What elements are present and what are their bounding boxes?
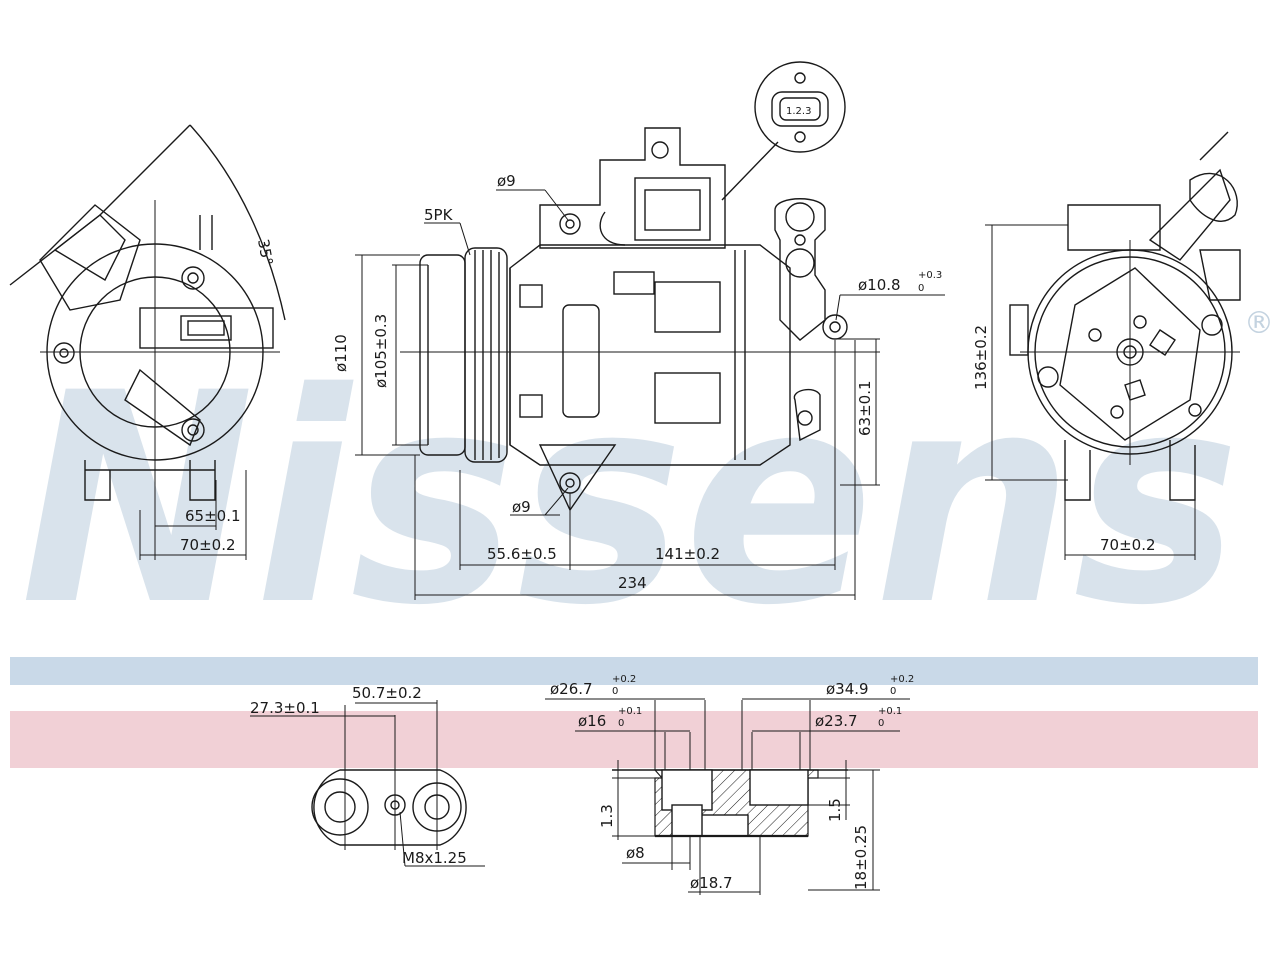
d18-label: ø18.7 [690,874,733,892]
pink-band [10,711,1258,768]
dia-110-label: ø110 [332,334,350,372]
port-dim-27-label: 27.3±0.1 [250,699,320,717]
dim-63-label: 63±0.1 [856,380,874,436]
registered-mark: ® [1244,306,1274,341]
d16-tol-up: +0.1 [618,706,642,717]
d26-tol-up: +0.2 [612,674,636,685]
d34-tol-up: +0.2 [890,674,914,685]
port-dim-50-label: 50.7±0.2 [352,684,422,702]
d16-tol-dn: 0 [618,718,624,729]
connector-bubble [754,61,846,153]
front-view: 35° 65±0.1 70±0.2 [9,124,286,560]
port-detail: 27.3±0.1 50.7±0.2 M8x1.25 [250,684,485,867]
dim-65-label: 65±0.1 [185,507,241,525]
bottom-lug [538,444,617,512]
dim-70-label: 70±0.2 [180,536,236,554]
dia-105-label: ø105±0.3 [372,314,390,388]
d34-label: ø34.9 [826,680,869,698]
hole-top-label: ø9 [497,172,516,190]
d8-label: ø8 [626,844,645,862]
dim-234-label: 234 [618,574,647,592]
mount-hole-tol-up: +0.3 [918,270,942,281]
port-flange [313,769,467,846]
dim-141-label: 141±0.2 [655,545,720,563]
d26-label: ø26.7 [550,680,593,698]
dim-55-label: 55.6±0.5 [487,545,557,563]
side-view: 1.2.3 [332,61,945,600]
d23-label: ø23.7 [815,712,858,730]
plug-label: 1.2.3 [786,106,811,117]
d26-tol-dn: 0 [612,686,618,697]
thread-label: M8x1.25 [402,849,467,867]
section-detail: ø26.7 +0.2 0 ø16 +0.1 0 ø34.9 +0.2 0 ø23… [545,674,914,895]
compressor-body [509,244,791,466]
rear-view: 136±0.2 70±0.2 [972,131,1241,560]
angle-arc [189,124,286,321]
d23-tol-dn: 0 [878,718,884,729]
h13-label: 1.3 [598,804,616,828]
mount-hole-tol-dn: 0 [918,283,924,294]
h18-label: 18±0.25 [852,825,870,890]
h15-label: 1.5 [826,798,844,822]
blue-band [10,657,1258,685]
d23-tol-up: +0.1 [878,706,902,717]
mount-hole-label: ø10.8 [858,276,901,294]
angle-label: 35° [254,238,276,267]
rear-dim-70-label: 70±0.2 [1100,536,1156,554]
dim-136-label: 136±0.2 [972,325,990,390]
d34-tol-dn: 0 [890,686,896,697]
pulley-label: 5PK [424,206,454,224]
brand-watermark: Nissens ® [20,306,1274,669]
watermark-text: Nissens [20,332,1240,669]
hole-bottom-label: ø9 [512,498,531,516]
d16-label: ø16 [578,712,606,730]
